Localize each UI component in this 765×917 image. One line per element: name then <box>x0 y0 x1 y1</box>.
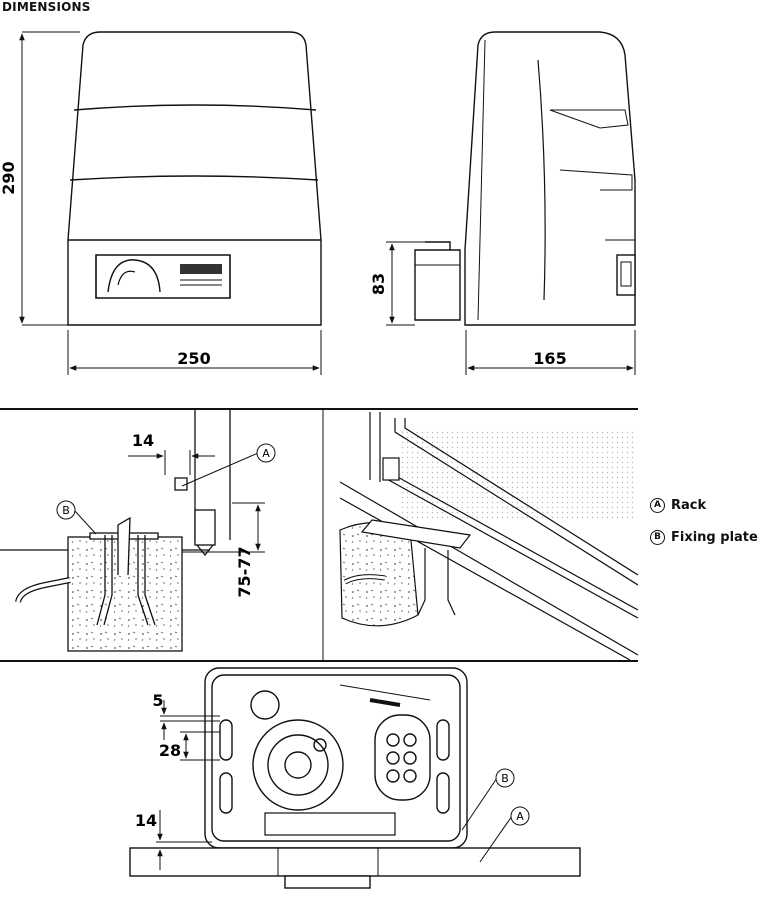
plate-bottom-dimension <box>156 810 212 870</box>
callout-b-label: B <box>62 504 70 517</box>
callout-a-1 <box>181 443 276 487</box>
legend-item-rack: A Rack <box>650 498 706 513</box>
dim-height-290: 290 <box>0 161 18 194</box>
legend-letter-b: B <box>650 530 665 545</box>
dim-base-83: 83 <box>369 273 388 295</box>
legend-item-fixing-plate: B Fixing plate <box>650 530 758 545</box>
callout-b-1 <box>56 500 97 535</box>
dim-rack-gap-14: 14 <box>132 431 154 450</box>
dim-width-250: 250 <box>177 349 210 368</box>
dim-plate-top-5: 5 <box>152 691 163 710</box>
rack-height-dimension <box>182 502 265 553</box>
plate-top-dimension <box>160 700 220 740</box>
top-view-plate <box>204 667 468 849</box>
plate-spacing-dimension <box>180 731 220 761</box>
perspective-view <box>339 412 639 661</box>
callout-a-label: A <box>262 447 270 460</box>
legend-text-rack: Rack <box>671 498 707 513</box>
side-depth-dimension <box>465 330 636 375</box>
rack-gap-dimension <box>128 450 215 475</box>
rack-bar <box>129 847 581 889</box>
foundation-section <box>0 410 231 652</box>
legend-text-fixing-plate: Fixing plate <box>671 530 758 545</box>
dim-plate-bottom-14: 14 <box>135 811 157 830</box>
front-view <box>67 31 322 326</box>
page-title: DIMENSIONS <box>2 0 91 14</box>
front-width-dimension <box>67 330 322 375</box>
legend-letter-a: A <box>650 498 665 513</box>
dim-rack-height: 75-77 <box>235 546 254 597</box>
dim-plate-spacing-28: 28 <box>159 741 181 760</box>
side-view <box>414 31 636 326</box>
side-base-dimension <box>386 241 425 326</box>
dim-depth-165: 165 <box>533 349 566 368</box>
callout-b2-label: B <box>501 772 509 785</box>
callout-a2-label: A <box>516 810 524 823</box>
callout-b-2 <box>461 768 515 831</box>
front-height-dimension <box>19 31 80 326</box>
callout-a-2 <box>479 806 530 863</box>
